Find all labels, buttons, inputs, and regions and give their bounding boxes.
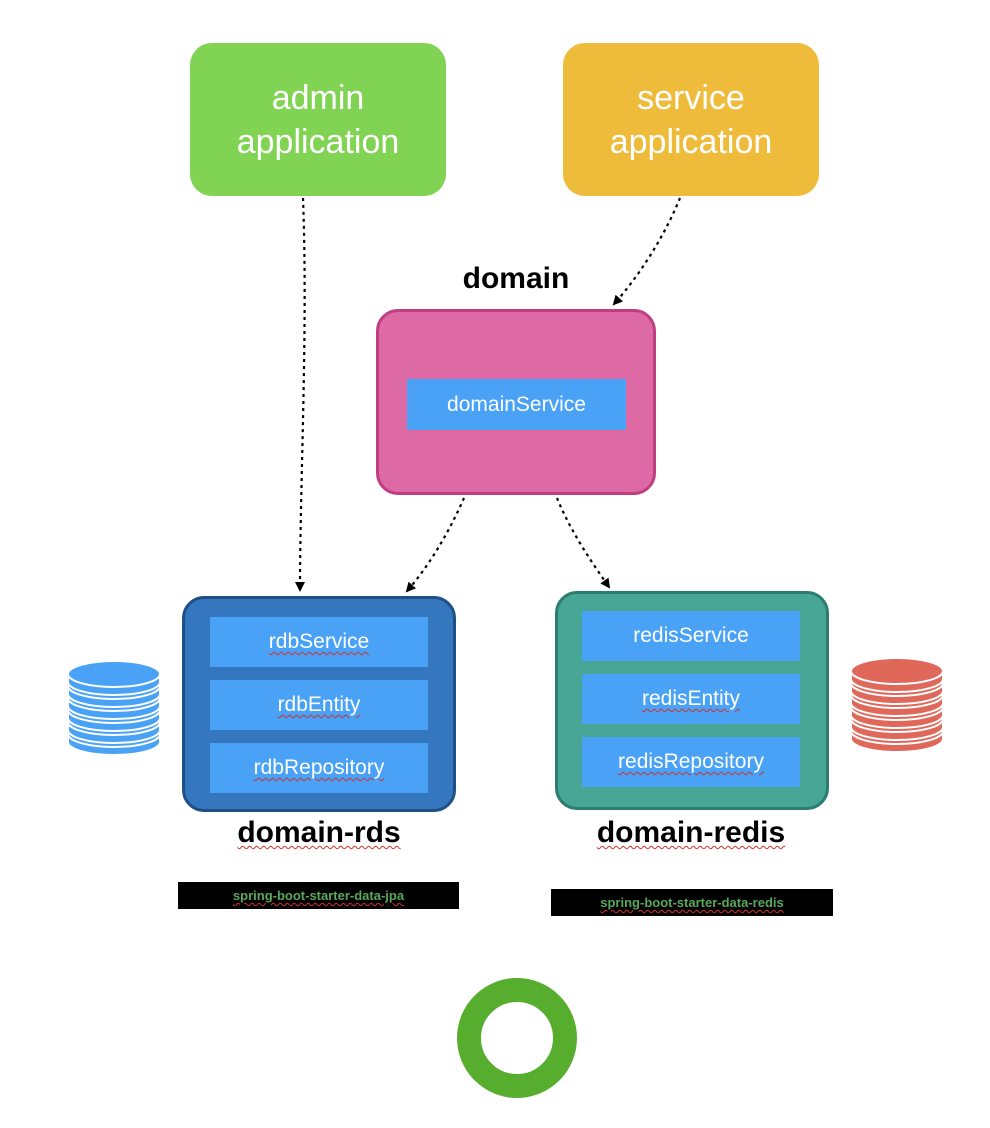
database-disk [850,670,944,693]
domain-rds-module-node: rdbService rdbEntity rdbRepository [182,596,456,812]
redis-dependency-badge: spring-boot-starter-data-redis [551,889,833,916]
rdb-entity-component: rdbEntity [210,680,428,730]
database-disk-top [67,684,161,712]
redis-entity-component: redisEntity [582,674,800,724]
database-disk [850,706,944,729]
redis-entity-label: redisEntity [641,687,741,710]
database-disk-top [850,669,944,697]
redis-service-component: redisService [582,611,800,661]
domain-title: domain [462,262,570,295]
admin-application-node: admin application [190,43,446,196]
database-disk-top [67,672,161,700]
database-disk-top [850,681,944,709]
domain-rds-title: domain-rds [194,816,444,850]
arrow-domain-to-rds [405,497,466,593]
redis-dependency-text: spring-boot-starter-data-redis [600,895,784,910]
database-disk [850,718,944,741]
database-disk [67,721,161,744]
database-disk [850,682,944,705]
database-disk [850,730,944,753]
domain-redis-title: domain-redis [566,816,816,850]
database-disk-top [67,696,161,724]
domain-module-node: domainService [376,309,656,495]
database-disk-top [67,660,161,688]
database-icon-rds [67,660,161,756]
database-disk-top [67,720,161,748]
redis-repository-component: redisRepository [582,737,800,787]
database-disk [67,673,161,696]
rdb-repository-component: rdbRepository [210,743,428,793]
database-disk-top [67,708,161,736]
database-icon-redis [850,657,944,753]
database-disk-top [850,657,944,685]
rdb-entity-label: rdbEntity [277,693,361,716]
database-disk-top [850,717,944,745]
database-disk [850,694,944,717]
redis-repository-label: redisRepository [618,750,764,773]
rdb-service-label: rdbService [268,630,370,653]
domain-redis-module-node: redisService redisEntity redisRepository [555,591,829,810]
domain-rds-title-text: domain-rds [237,816,401,849]
domain-service-component: domainService [407,379,626,430]
service-application-node: service application [563,43,819,196]
jpa-dependency-text: spring-boot-starter-data-jpa [232,888,405,903]
database-disk [67,697,161,720]
jpa-dependency-badge: spring-boot-starter-data-jpa [178,882,459,909]
ring-icon [457,978,577,1098]
rdb-service-component: rdbService [210,617,428,667]
arrow-service-to-domain [612,197,682,306]
database-disk [67,733,161,756]
domain-redis-title-text: domain-redis [596,816,786,849]
arrow-domain-to-redis [555,497,611,589]
arrow-admin-to-rds [295,197,306,592]
rdb-repository-label: rdbRepository [253,756,385,779]
database-disk [67,709,161,732]
database-disk [67,685,161,708]
database-disk-top [850,693,944,721]
database-disk-top [850,705,944,733]
